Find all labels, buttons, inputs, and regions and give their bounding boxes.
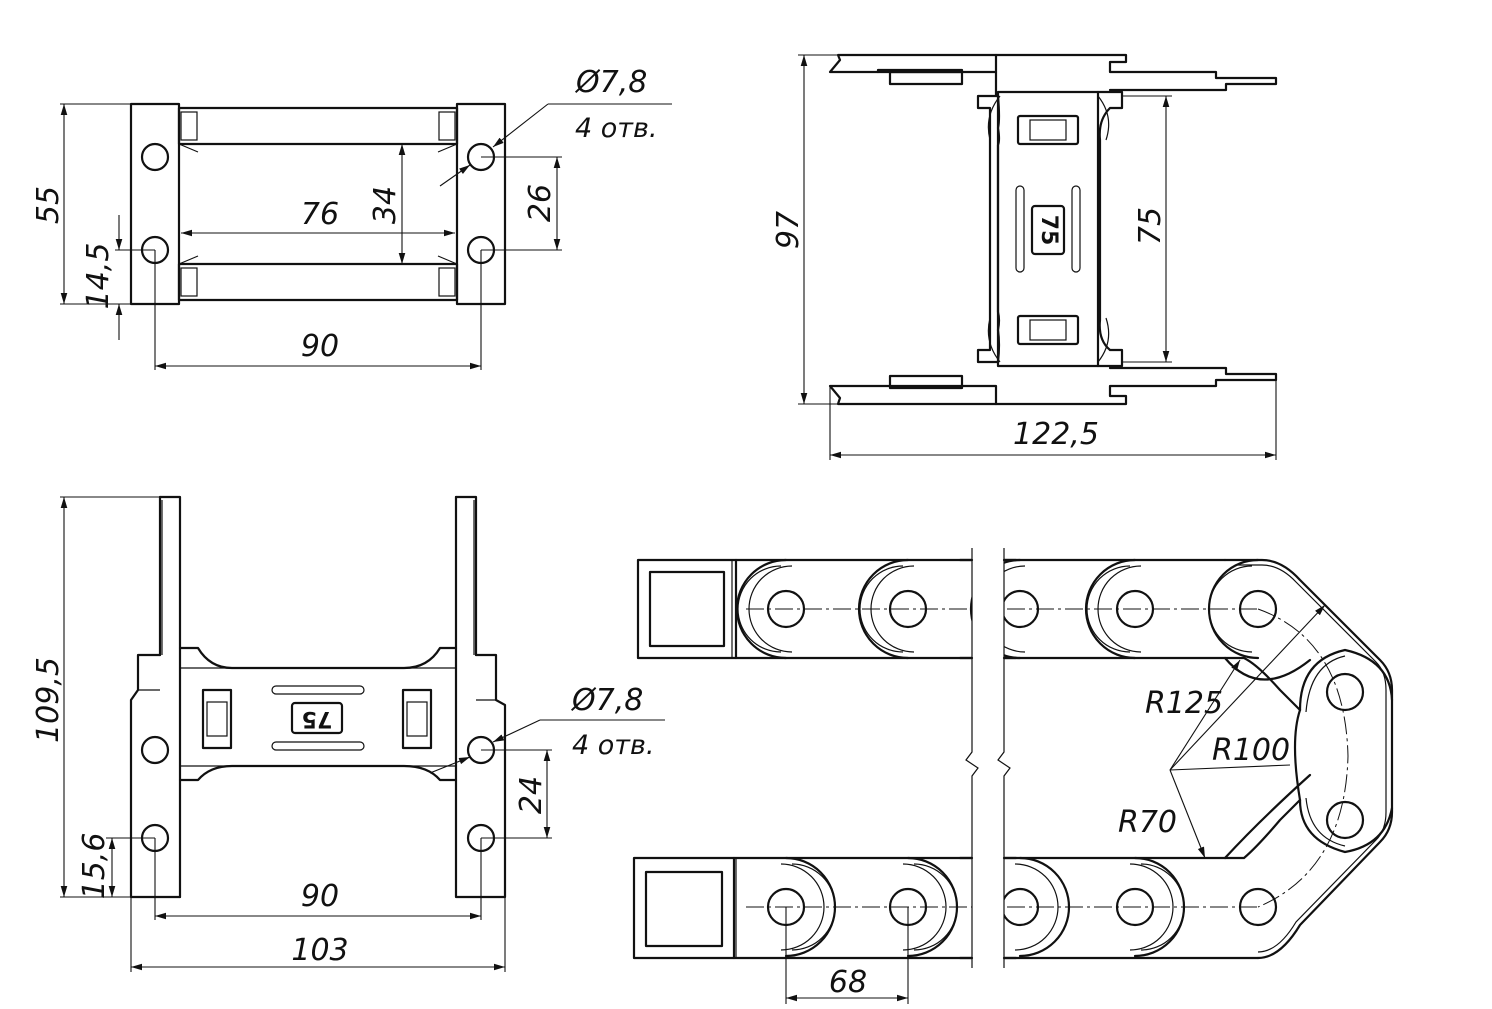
pin-hole [1325, 672, 1365, 712]
dim-hole-span: 90 [301, 329, 339, 364]
logo-badge [290, 701, 344, 735]
callout-diameter: Ø7,8 [570, 683, 643, 718]
view-bottom-left-side: 75 109,5 15,6 24 90 103 Ø7,8 [31, 495, 665, 972]
dim-hole-offset: 15,6 [77, 833, 112, 900]
dim-pitch: 68 [829, 965, 867, 1000]
view-top-left-front: 55 14,5 76 34 26 90 Ø7,8 4 отв. [31, 65, 672, 370]
logo-badge [1030, 204, 1066, 256]
end-bracket-bottom [632, 856, 736, 960]
dim-hole-spacing: 24 [514, 776, 549, 814]
dim-inner-height: 75 [1133, 207, 1168, 245]
mount-hole [140, 735, 170, 765]
top-crossbar [177, 106, 459, 146]
logo-text: 75 [1036, 215, 1061, 246]
dim-height: 97 [771, 211, 806, 249]
dim-inner-height: 34 [368, 186, 403, 224]
dim-radius-inner: R70 [1118, 805, 1177, 840]
bottom-crossbar [177, 262, 459, 302]
dim-hole-spacing: 26 [523, 184, 558, 222]
dim-inner-width: 76 [301, 197, 339, 232]
pin-hole [1325, 800, 1365, 840]
callout-diameter: Ø7,8 [574, 65, 647, 100]
crossbar-body [996, 90, 1100, 368]
dim-hole-offset: 14,5 [81, 243, 116, 310]
logo-text: 75 [302, 706, 333, 731]
view-bottom-right-chain: R125 R100 R70 68 [632, 548, 1394, 1004]
dim-height: 55 [31, 186, 66, 224]
dim-length: 122,5 [1013, 417, 1099, 452]
dim-hole-span: 90 [301, 879, 339, 914]
dim-radius-mid: R100 [1212, 733, 1290, 768]
view-top-right-plan: 75 97 75 122,5 [771, 53, 1278, 460]
mount-hole [140, 142, 170, 172]
dim-radius-outer: R125 [1145, 686, 1223, 721]
callout-count: 4 отв. [575, 113, 658, 144]
callout-count: 4 отв. [572, 730, 655, 761]
end-bracket-top [636, 558, 738, 660]
dim-height: 109,5 [31, 657, 66, 743]
dim-width: 103 [291, 933, 348, 968]
